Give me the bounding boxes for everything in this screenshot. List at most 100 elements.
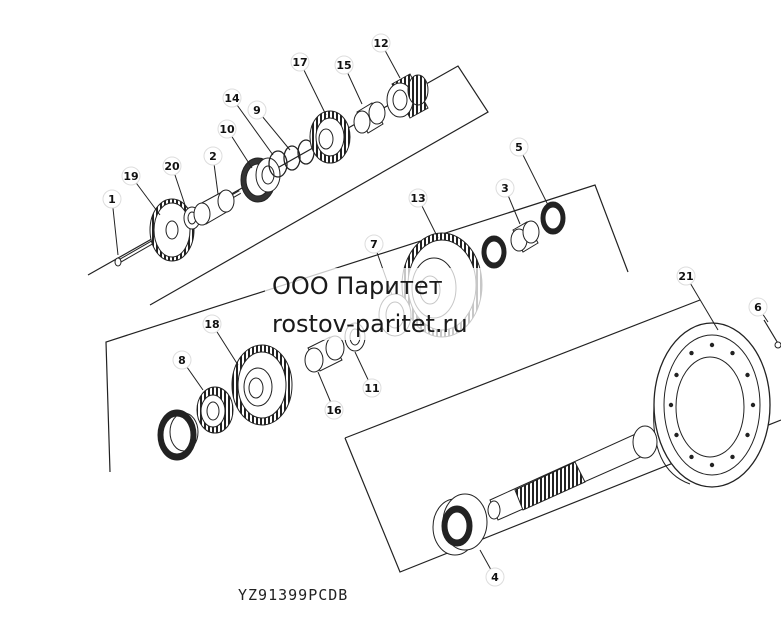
watermark: ООО Паритет rostov-paritet.ru [265, 268, 490, 340]
callout-bubble [362, 378, 382, 398]
callout-15: 15 [334, 55, 363, 105]
part-2-hub [193, 189, 235, 226]
callout-5: 5 [509, 137, 549, 206]
bolt-hole [745, 372, 750, 378]
part-5-ring [540, 201, 566, 235]
callout-leader [685, 275, 719, 331]
callout-number: 10 [219, 123, 235, 136]
callout-leader [518, 146, 549, 206]
callout-10: 10 [217, 119, 253, 169]
bolt-hole [750, 402, 756, 408]
drawing-code: YZ91399PCDB [238, 586, 348, 604]
pinion-shaft [487, 425, 658, 521]
callout-leader [231, 97, 274, 156]
part-19-gear [149, 198, 195, 262]
callout-bubble [334, 55, 354, 75]
callout-bubble [371, 33, 391, 53]
callout-bubble [495, 178, 515, 198]
callout-number: 15 [336, 59, 351, 72]
callout-bubble [364, 234, 384, 254]
bolt-hole [709, 462, 715, 468]
callout-18: 18 [202, 314, 239, 366]
part-10-bearing [240, 157, 281, 203]
callout-14: 14 [222, 88, 274, 156]
part-3-sleeve [510, 220, 540, 253]
part-6-bolt [763, 319, 781, 349]
callout-bubble [247, 100, 267, 120]
callout-number: 21 [678, 270, 693, 283]
part-21-crown-wheel [653, 322, 771, 488]
bolt-hole [730, 454, 735, 460]
callout-3: 3 [495, 178, 521, 225]
callout-bubble [203, 146, 223, 166]
callout-bubble [408, 188, 428, 208]
callout-6: 6 [748, 297, 769, 323]
callout-number: 14 [224, 92, 240, 105]
callout-number: 6 [754, 301, 762, 314]
callout-16: 16 [317, 371, 344, 420]
callout-bubble [121, 166, 141, 186]
callout-bubble [324, 400, 344, 420]
callout-bubble [290, 52, 310, 72]
callout-number: 3 [501, 182, 509, 195]
callout-number: 11 [364, 382, 379, 395]
part-8-gear [196, 386, 234, 434]
callout-2: 2 [203, 146, 223, 195]
part-18-gear [231, 344, 293, 426]
callout-bubble [162, 156, 182, 176]
group-frame-2 [105, 184, 629, 473]
bolt-hole [709, 342, 715, 348]
part-12-gear [386, 73, 429, 119]
part-17-gear [309, 110, 351, 164]
part-seal [157, 409, 199, 461]
callout-number: 2 [209, 150, 217, 163]
bolt-hole [745, 432, 750, 438]
callout-bubble [102, 189, 122, 209]
callout-17: 17 [290, 52, 327, 116]
part-15-sleeve [353, 101, 386, 134]
bolt-hole [674, 432, 679, 438]
callout-number: 16 [326, 404, 342, 417]
callout-4: 4 [479, 549, 505, 587]
callout-1: 1 [102, 189, 122, 256]
part-16-sleeve [304, 335, 345, 373]
callout-number: 7 [370, 238, 378, 251]
bolt-hole [674, 372, 679, 378]
watermark-line-2: rostov-paritet.ru [272, 310, 468, 338]
callout-bubble [222, 88, 242, 108]
callout-number: 5 [515, 141, 523, 154]
callout-bubble [676, 266, 696, 286]
callout-number: 12 [373, 37, 388, 50]
callout-number: 9 [253, 104, 261, 117]
part-ring-3b [481, 235, 507, 269]
callout-11: 11 [354, 351, 382, 398]
bolt-hole [668, 402, 674, 408]
callout-bubble [748, 297, 768, 317]
watermark-line-1: ООО Паритет [272, 272, 443, 300]
callout-number: 17 [292, 56, 307, 69]
callout-21: 21 [676, 266, 719, 331]
callout-bubble [172, 350, 192, 370]
callout-9: 9 [247, 100, 291, 151]
crown-wheel-bolt-holes [668, 342, 756, 468]
callout-number: 18 [204, 318, 219, 331]
callout-19: 19 [121, 166, 161, 216]
part-4-bearing [432, 493, 488, 556]
callout-bubble [202, 314, 222, 334]
callout-number: 19 [123, 170, 138, 183]
callout-number: 1 [108, 193, 116, 206]
part-9-ring [283, 139, 315, 171]
callout-number: 20 [164, 160, 180, 173]
bolt-hole [730, 350, 735, 356]
part-14-ring [268, 150, 288, 178]
callout-20: 20 [162, 156, 187, 209]
callout-12: 12 [371, 33, 401, 79]
callout-number: 13 [410, 192, 425, 205]
callout-8: 8 [172, 350, 204, 391]
callout-13: 13 [408, 188, 439, 239]
callout-bubble [485, 567, 505, 587]
callout-leader [299, 61, 327, 116]
callout-bubble [217, 119, 237, 139]
callout-bubble [509, 137, 529, 157]
